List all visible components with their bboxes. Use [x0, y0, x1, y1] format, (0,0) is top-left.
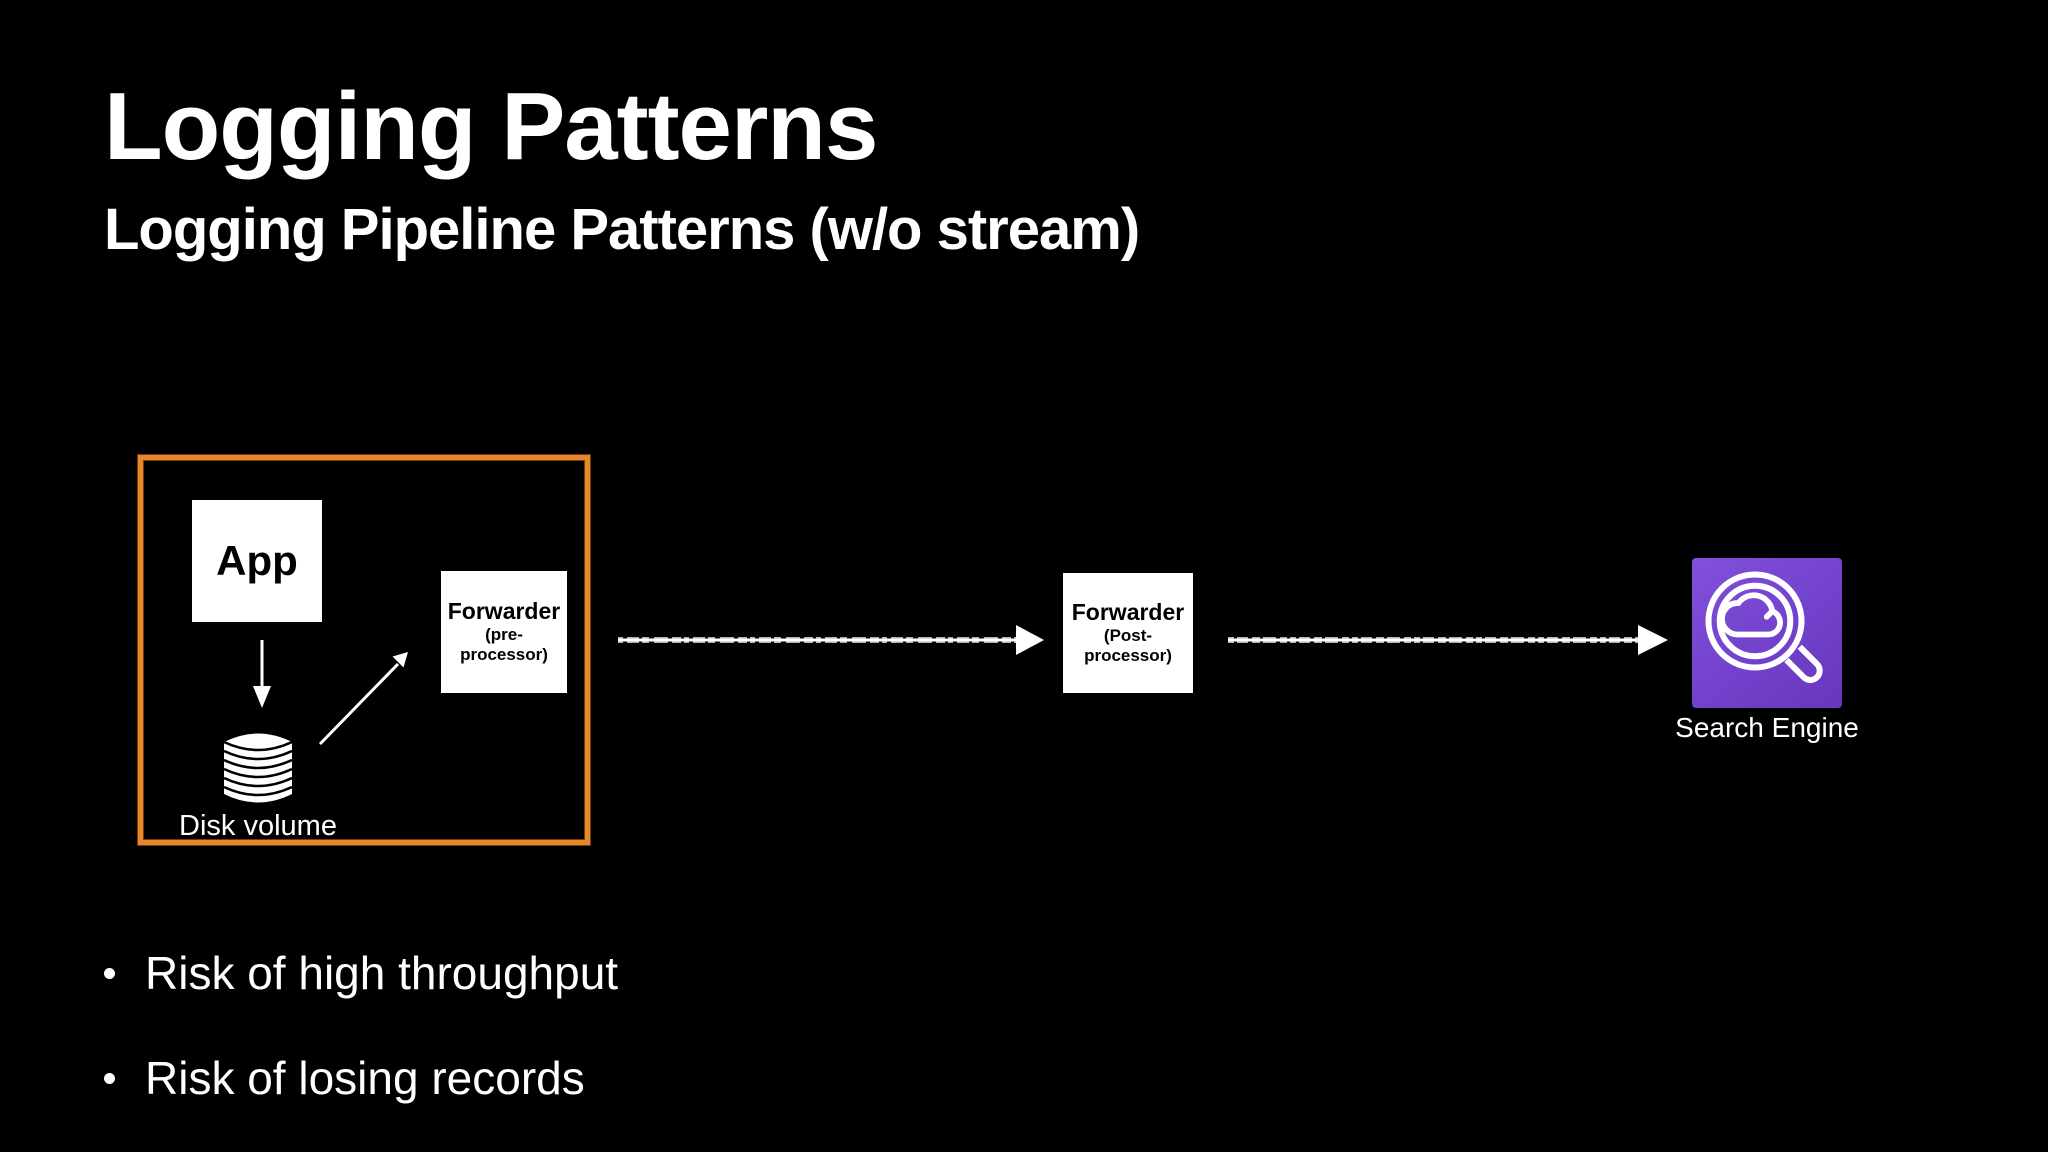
disk-volume-label: Disk volume — [179, 810, 337, 842]
search-engine-label: Search Engine — [1675, 712, 1859, 743]
bullet-item: Risk of high throughput — [104, 946, 618, 1001]
app-node: App — [192, 500, 322, 622]
forwarder-post-sub1: (Post- — [1103, 625, 1153, 645]
cloud-search-glyph — [1705, 571, 1823, 683]
cloud-search-icon — [1692, 558, 1842, 708]
app-to-disk-arrow — [253, 640, 271, 708]
bullet-list: Risk of high throughput Risk of losing r… — [104, 946, 618, 1152]
forwarder-pre-sub1: (pre- — [485, 624, 523, 644]
forwarder-post-sub2: processor) — [1084, 646, 1172, 666]
page-title: Logging Patterns — [104, 73, 878, 180]
disk-cylinder-icon — [223, 733, 293, 803]
forwarder-pre-sub2: processor) — [460, 645, 548, 665]
page-subtitle: Logging Pipeline Patterns (w/o stream) — [104, 197, 1140, 262]
pre-to-post-arrow — [618, 625, 1044, 655]
host-group-box — [138, 455, 590, 845]
app-node-label: App — [216, 537, 298, 584]
forwarder-post-title: Forwarder — [1071, 599, 1185, 626]
bullet-item: Risk of losing records — [104, 1051, 618, 1106]
forwarder-pre-node: Forwarder (pre- processor) — [441, 571, 567, 693]
bullet-text: Risk of losing records — [145, 1052, 585, 1105]
forwarder-post-node: Forwarder (Post- processor) — [1063, 573, 1193, 693]
bullet-dot — [104, 968, 115, 980]
bullet-dot — [104, 1073, 115, 1085]
disk-to-forwarder-arrow — [318, 652, 408, 746]
forwarder-pre-title: Forwarder — [447, 598, 561, 625]
bullet-text: Risk of high throughput — [145, 947, 619, 999]
post-to-search-arrow — [1228, 625, 1668, 655]
